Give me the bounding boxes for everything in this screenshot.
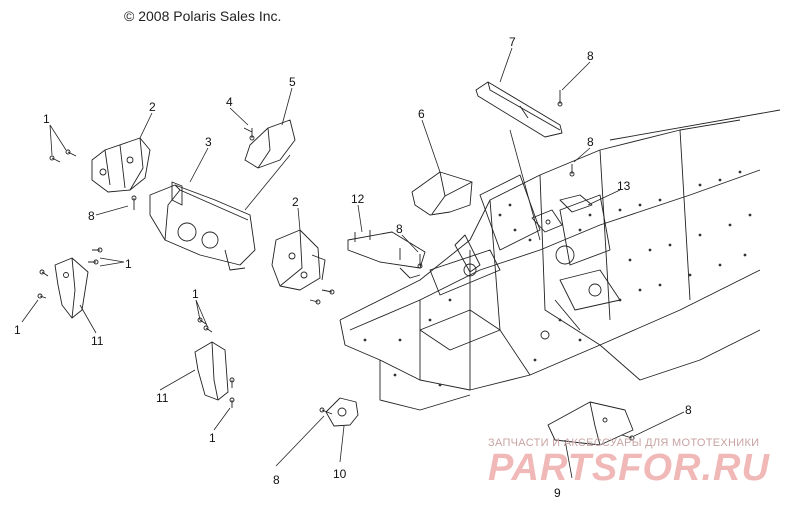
callout-1: 1	[43, 112, 50, 126]
part-7-top-cover	[475, 81, 563, 138]
frame-holes	[363, 170, 752, 387]
callout-8: 8	[587, 49, 594, 63]
callout-2: 2	[149, 100, 156, 114]
fasteners	[37, 90, 635, 441]
callout-1: 1	[192, 287, 199, 301]
part-5-plate	[244, 119, 296, 169]
callout-labels: 1 2 3 4 5 7 8 6 8 13 8 2 12 8 1 1 11 1 1…	[14, 35, 692, 500]
callout-3: 3	[205, 135, 212, 149]
callout-7: 7	[509, 35, 516, 49]
callout-8: 8	[396, 222, 403, 236]
callout-10: 10	[333, 467, 347, 481]
chassis-frame	[339, 109, 781, 411]
callout-2: 2	[292, 195, 299, 209]
part-2-upper-mount	[91, 137, 151, 193]
watermark-subtitle: ЗАПЧАСТИ И АКСЕССУАРЫ ДЛЯ МОТОТЕХНИКИ	[488, 437, 760, 449]
part-13-bracket	[531, 194, 593, 233]
callout-6: 6	[418, 107, 425, 121]
callout-8: 8	[88, 209, 95, 223]
callout-9: 9	[554, 486, 561, 500]
part-12-plate	[347, 230, 426, 279]
callout-8: 8	[273, 473, 280, 487]
callout-1: 1	[209, 431, 216, 445]
callout-13: 13	[617, 179, 631, 193]
callout-1: 1	[125, 257, 132, 271]
callout-8: 8	[587, 135, 594, 149]
callout-5: 5	[289, 75, 296, 89]
callout-11: 11	[91, 334, 104, 348]
part-2-middle-mount	[271, 229, 326, 291]
callout-12: 12	[351, 192, 365, 206]
part-10-pad	[325, 397, 359, 427]
callout-8: 8	[685, 403, 692, 417]
part-3-housing	[149, 181, 256, 271]
callout-1: 1	[14, 323, 21, 337]
part-6-bracket	[411, 171, 473, 216]
callout-4: 4	[226, 95, 233, 109]
watermark-logo: PARTSFOR.RU	[488, 447, 770, 489]
copyright-text: © 2008 Polaris Sales Inc.	[124, 8, 282, 24]
leader-lines	[21, 47, 685, 479]
watermark: ЗАПЧАСТИ И АКСЕССУАРЫ ДЛЯ МОТОТЕХНИКИ PA…	[488, 437, 788, 490]
part-9-skid-plate	[547, 401, 634, 446]
callout-11: 11	[156, 391, 169, 405]
part-11-left-arm	[54, 257, 89, 319]
part-11-lower-arm	[194, 341, 229, 401]
